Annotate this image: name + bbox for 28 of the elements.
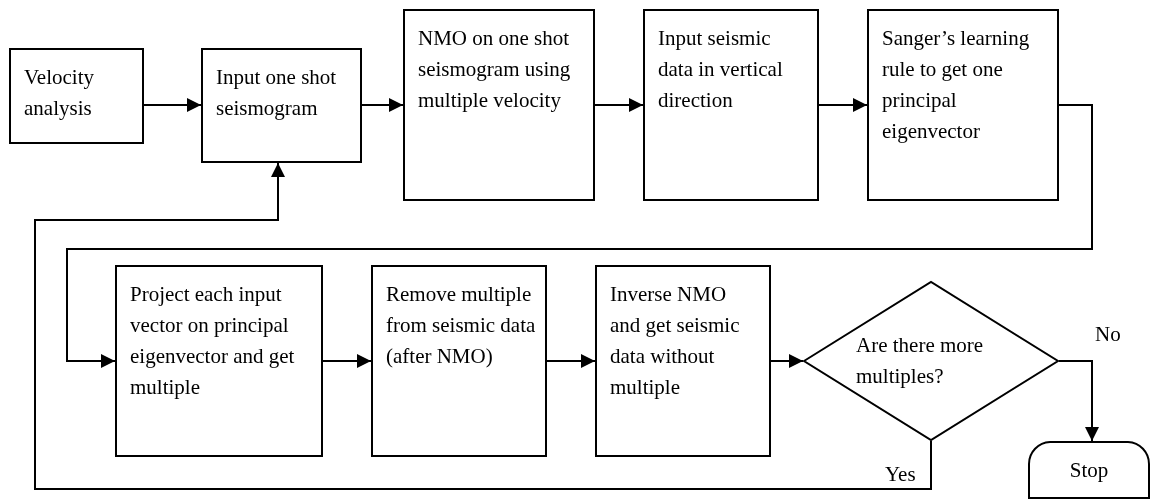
process-box [371,265,547,457]
process-box [867,9,1059,201]
node-text: Velocity analysis [24,64,95,122]
arrow [143,98,202,112]
arrow [594,98,644,112]
node-text: Input one shot seismogram [216,64,338,122]
process-box [643,9,819,201]
node-text: Input seismic data in vertical direction [658,25,784,114]
arrow [66,104,1093,368]
node-text: Are there more multiples? [855,332,985,390]
node-text: Inverse NMO and get seismic data without multiple [610,281,741,401]
process-box [9,48,144,144]
process-box [595,265,771,457]
arrow [361,98,404,112]
process-box [201,48,362,163]
arrow [770,354,804,368]
process-box [403,9,595,201]
node-text: Sanger’s learning rule to get one principal eigenvector [882,25,1031,145]
arrow [818,98,868,112]
node-text: Stop [1069,456,1109,484]
node-text: NMO on one shot seismogram using multiple velocity [418,25,572,114]
arrow [546,354,596,368]
arrow [34,162,932,490]
arrow [322,354,372,368]
process-box [115,265,323,457]
node-text: Remove multiple from seismic data (after NMO) [386,281,537,370]
node-text: Project each input vector on principal eigenvector and get multiple [130,281,296,401]
arrow [1058,360,1099,442]
